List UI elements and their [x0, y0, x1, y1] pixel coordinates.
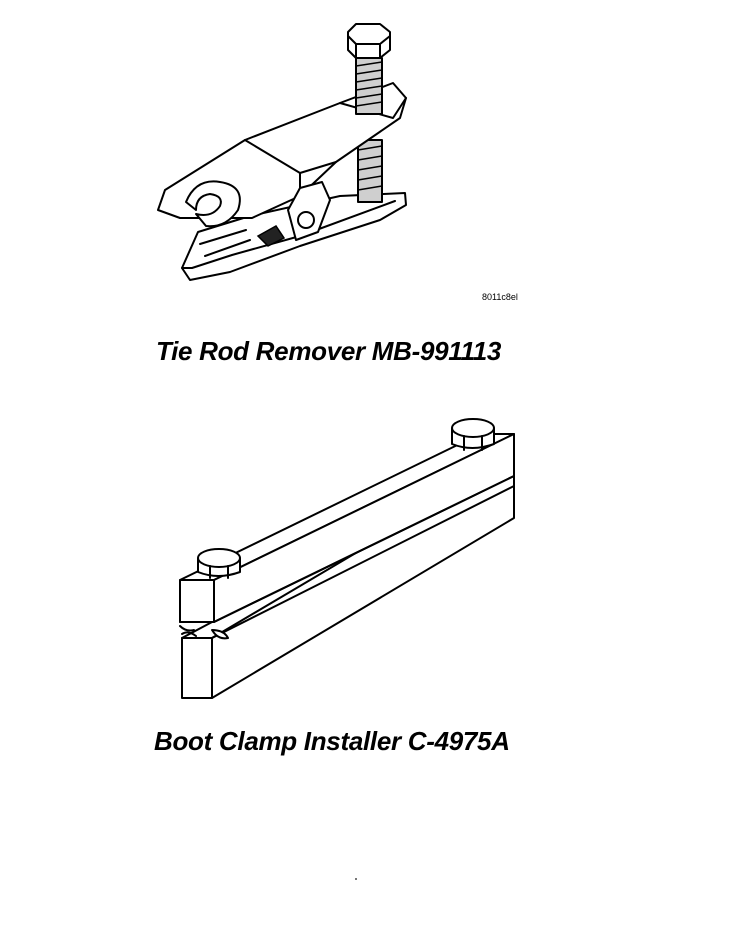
upper-bar-end: [179, 579, 215, 623]
lower-jaw: [181, 192, 407, 281]
figure-caption: Tie Rod Remover MB-991113: [156, 336, 502, 366]
boot-clamp-installer-figure: Boot Clamp Installer C-4975A: [0, 400, 736, 800]
pivot-pin: [297, 211, 315, 229]
clamp-groove: [179, 475, 515, 623]
boot-clamp-installer-drawing: [179, 418, 515, 699]
tie-rod-remover-figure: 8011c8el Tie Rod Remover MB-991113: [0, 0, 736, 400]
lower-screw: [357, 139, 383, 203]
pivot-plate: [287, 181, 331, 241]
figure-reference-code: 8011c8el: [482, 292, 518, 302]
figure-caption: Boot Clamp Installer C-4975A: [154, 726, 510, 756]
lower-bar-end: [181, 637, 213, 699]
fork-cutout: [185, 180, 241, 228]
scan-speck: [355, 878, 357, 880]
tie-rod-remover-drawing: [157, 23, 407, 281]
